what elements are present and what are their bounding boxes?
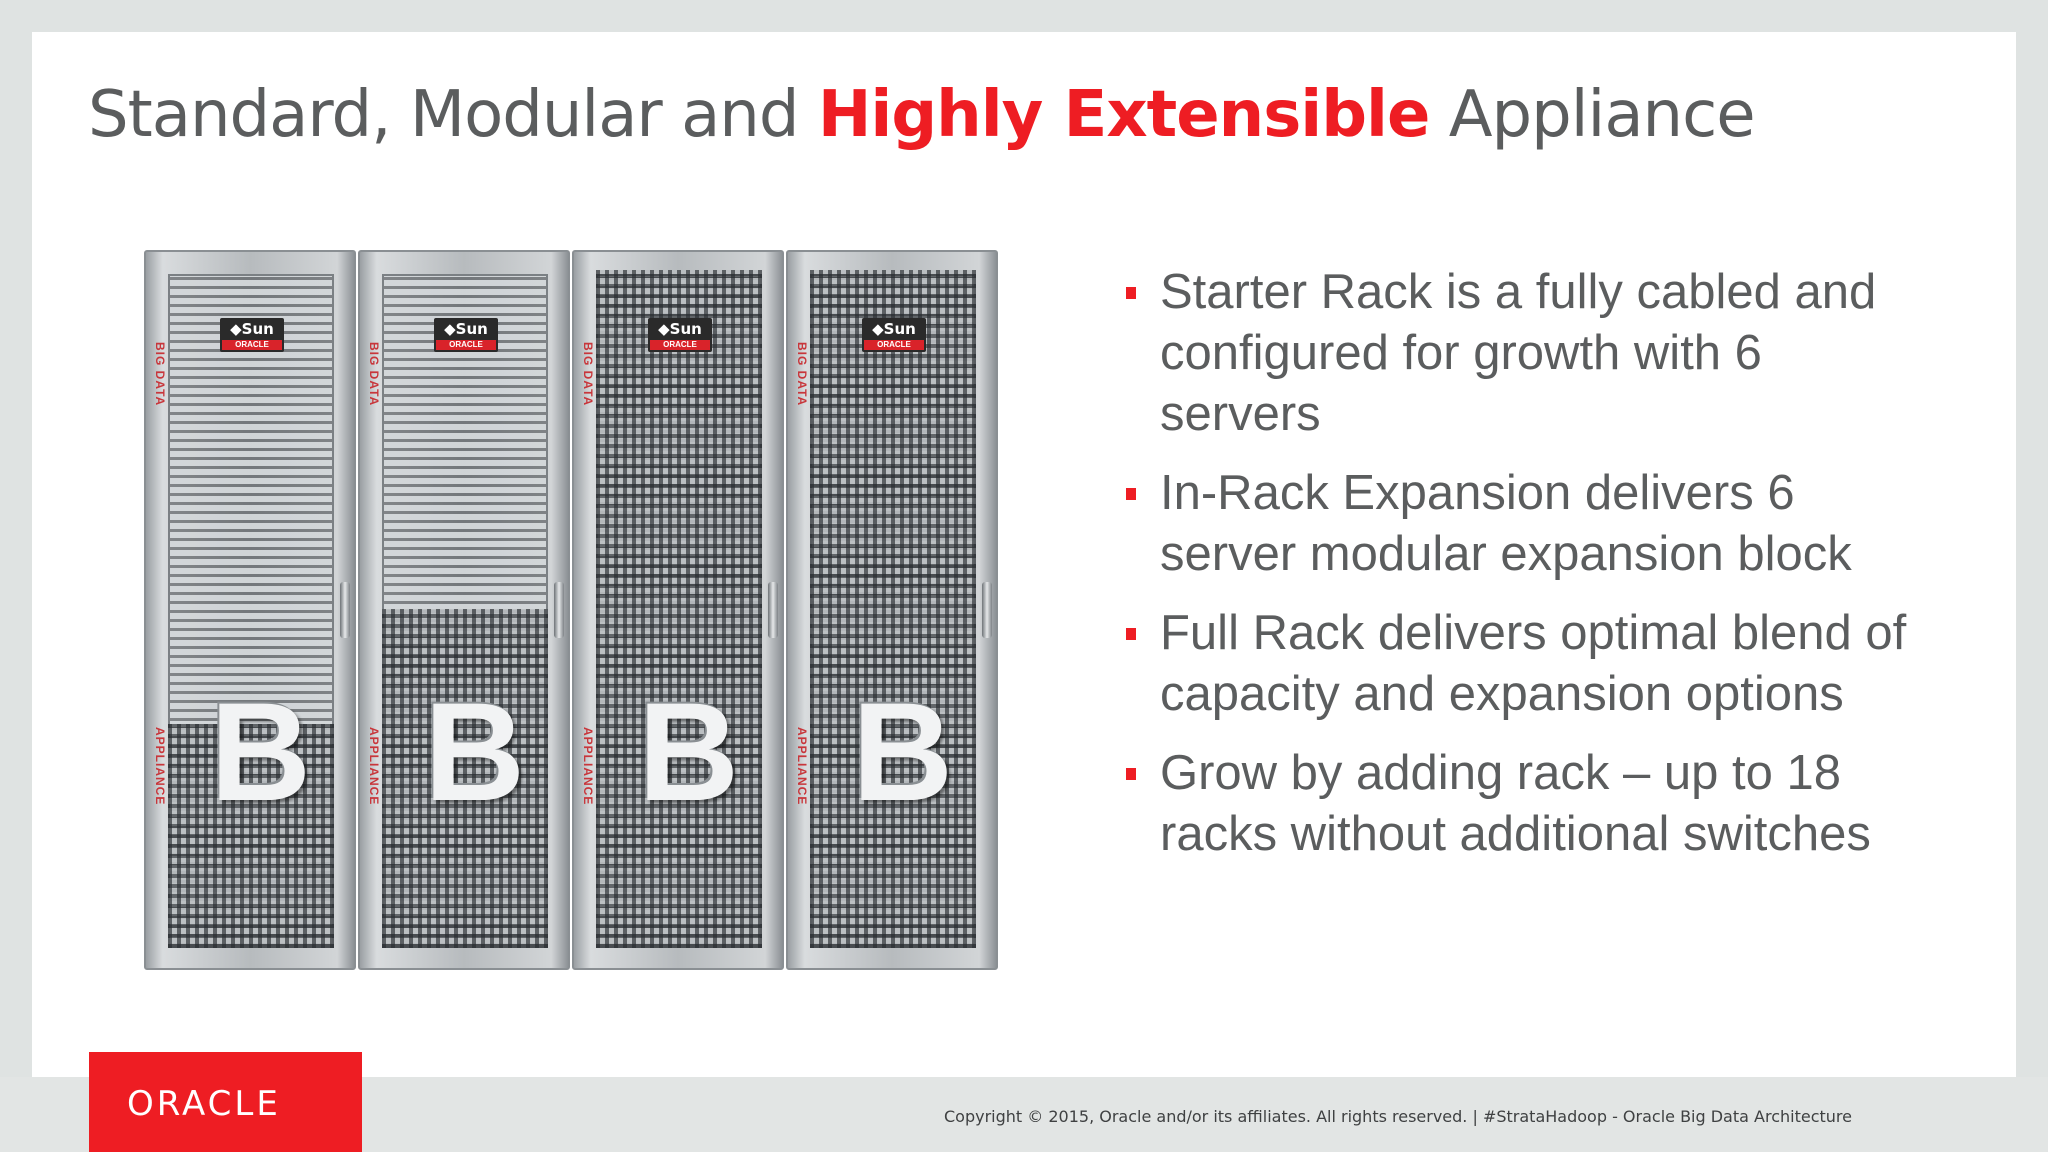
title-highlight: Highly Extensible (817, 78, 1431, 152)
rack-side-label-top: BIG DATA (153, 342, 167, 407)
oracle-logo: ORACLE (89, 1052, 362, 1152)
rack-side-label-top: BIG DATA (795, 342, 809, 407)
rack-letter: B (638, 673, 740, 830)
rack-letter: B (210, 673, 312, 830)
rack-side-label-bottom: APPLIANCE (581, 727, 595, 806)
rack-door-handle (340, 582, 350, 638)
bullet-square-icon (1126, 287, 1136, 299)
rack-side-label-bottom: APPLIANCE (153, 727, 167, 806)
bullet-square-icon (1126, 628, 1136, 640)
rack-server-block (382, 609, 548, 948)
copyright-text: Copyright © 2015, Oracle and/or its affi… (944, 1107, 1852, 1126)
oracle-logo-text: ORACLE (127, 1084, 281, 1124)
rack-side-label-bottom: APPLIANCE (795, 727, 809, 806)
bullet-item: Starter Rack is a fully cabled and confi… (1126, 262, 1926, 445)
bullet-item: Grow by adding rack – up to 18 racks wit… (1126, 743, 1926, 865)
title-part-2: Appliance (1429, 78, 1756, 152)
rack-side-label-top: BIG DATA (367, 342, 381, 407)
rack-server-block (810, 270, 976, 948)
title-part-1: Standard, Modular and (88, 78, 818, 152)
rack-door-handle (554, 582, 564, 638)
rack-door-handle (768, 582, 778, 638)
bullet-square-icon (1126, 768, 1136, 780)
rack-server-block (596, 270, 762, 948)
rack-side-label-top: BIG DATA (581, 342, 595, 407)
rack-side-label-bottom: APPLIANCE (367, 727, 381, 806)
bullet-list: Starter Rack is a fully cabled and confi… (1126, 262, 1926, 883)
slide-title: Standard, Modular and Highly Extensible … (88, 78, 1756, 152)
rack-server-block (168, 724, 334, 948)
bullet-square-icon (1126, 488, 1136, 500)
bullet-item: In-Rack Expansion delivers 6 server modu… (1126, 463, 1926, 585)
rack-letter: B (424, 673, 526, 830)
rack-letter: B (852, 673, 954, 830)
bullet-item: Full Rack delivers optimal blend of capa… (1126, 603, 1926, 725)
rack-door-handle (982, 582, 992, 638)
